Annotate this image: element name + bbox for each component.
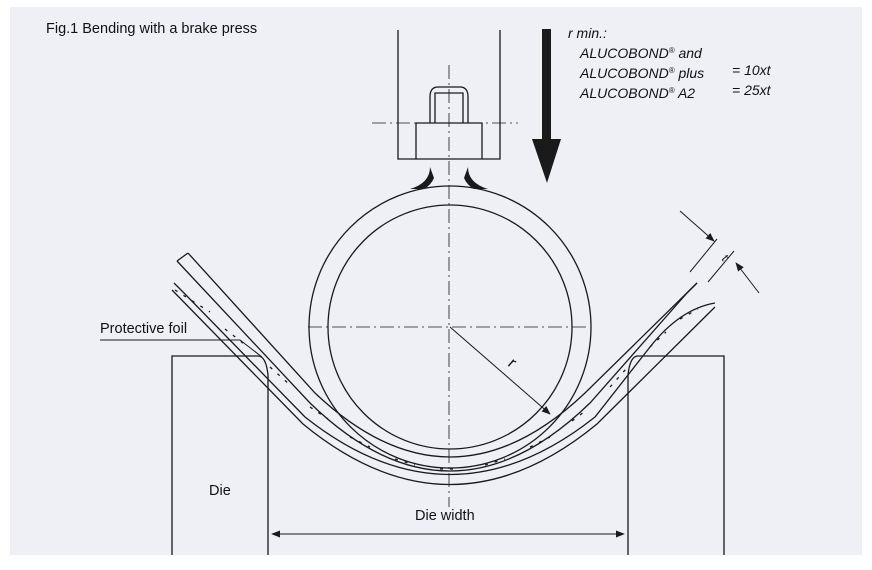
die-right <box>627 355 725 555</box>
brake-press-diagram: r t <box>100 29 760 555</box>
press-arrow-shaft <box>542 29 551 141</box>
die-left <box>171 355 269 555</box>
fillet-left <box>410 167 434 189</box>
die-width-label: Die width <box>415 508 475 524</box>
sheet-inner <box>187 252 698 458</box>
protective-foil-leader <box>100 339 263 358</box>
rmin-line-2: ALUCOBOND® plus = 10xt <box>580 62 771 81</box>
rmin-heading: r min.: <box>568 25 607 41</box>
rmin-line-3: ALUCOBOND® A2 = 25xt <box>580 82 771 101</box>
thickness-arrow-1 <box>679 210 715 242</box>
protective-foil-label: Protective foil <box>100 321 188 337</box>
punch-body <box>397 30 501 160</box>
foil-outer <box>171 289 716 485</box>
sheet-end-right <box>686 282 698 294</box>
die-label: Die <box>209 483 231 499</box>
foil-inner <box>173 282 716 475</box>
press-arrow-head <box>532 139 561 183</box>
figure-title: Fig.1 Bending with a brake press <box>46 21 258 37</box>
thickness-label: t <box>719 252 732 264</box>
rmin-specs: r min.: ALUCOBOND® and ALUCOBOND® plus =… <box>568 25 771 102</box>
punch-stem <box>429 86 469 123</box>
radius-label: r <box>504 355 520 372</box>
rmin-line-1: ALUCOBOND® and <box>580 45 702 61</box>
rmin-value-2: = 10xt <box>732 62 771 78</box>
rmin-value-3: = 25xt <box>732 82 771 98</box>
thickness-ext-1 <box>689 238 718 273</box>
foil-hatch <box>174 289 699 470</box>
sheet-end-left <box>176 252 189 262</box>
fillet-right <box>464 167 488 189</box>
radius-arrow <box>449 326 551 415</box>
sheet-outer <box>176 260 688 472</box>
thickness-ext-2 <box>707 250 735 283</box>
thickness-arrow-2 <box>735 262 760 294</box>
figure-panel: r t Fig.1 Bending with a brake press r m… <box>10 7 862 555</box>
